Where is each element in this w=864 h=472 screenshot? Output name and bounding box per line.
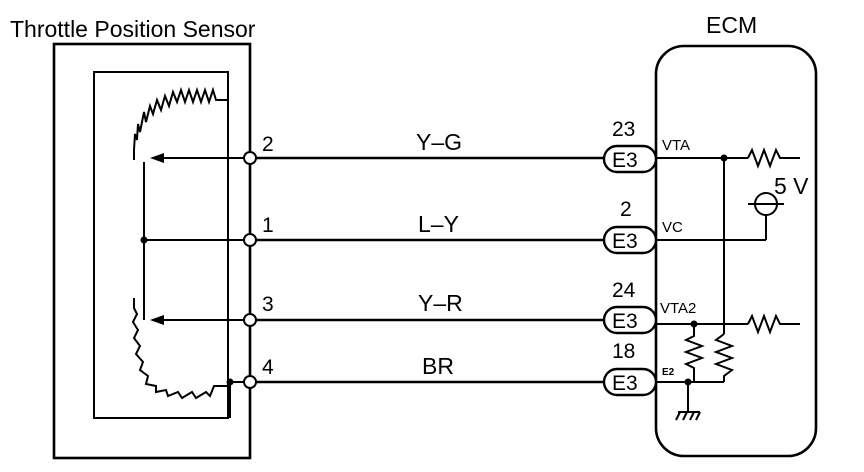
sensor-internal-circuit xyxy=(131,72,251,418)
connector-label: E3 xyxy=(612,310,638,333)
wire-color-br: BR xyxy=(422,353,454,379)
supply-voltage: 5 V xyxy=(774,173,809,199)
pin-terminal xyxy=(243,151,257,165)
wire-vc: 1 L–Y xyxy=(243,211,604,247)
wiper-arrow-icon xyxy=(150,153,164,163)
vta-resistor-track xyxy=(133,72,229,160)
signal-vta2: VTA2 xyxy=(660,300,696,317)
connector-e3-e2: E3 18 xyxy=(602,340,658,397)
ecm-internal-circuit: 5 V xyxy=(656,147,809,421)
pin-terminal xyxy=(243,233,257,247)
connector-label: E3 xyxy=(612,372,638,395)
vta-pulldown-resistor xyxy=(713,333,735,382)
connector-e3-vc: E3 2 xyxy=(602,198,658,255)
vta-pullup-resistor xyxy=(747,147,800,169)
signal-vc: VC xyxy=(662,219,683,236)
connector-label: E3 xyxy=(612,149,638,172)
vta2-pulldown-resistor xyxy=(683,324,705,382)
wiper-arrow-icon xyxy=(150,315,164,325)
sensor-title: Throttle Position Sensor xyxy=(10,16,256,42)
ecm-pin-24: 24 xyxy=(612,279,636,302)
signal-vta: VTA xyxy=(662,137,690,154)
connector-e3-vta: E3 23 xyxy=(602,118,658,174)
wire-e2: 4 BR xyxy=(243,353,604,389)
vta2-pullup-resistor xyxy=(747,313,800,335)
ecm-pin-18: 18 xyxy=(612,340,635,363)
wire-color-yr: Y–R xyxy=(418,290,463,316)
sensor-pin-4: 4 xyxy=(262,356,274,379)
vta2-resistor-track xyxy=(131,298,230,400)
wire-vta2: 3 Y–R xyxy=(243,290,604,327)
ground-icon xyxy=(675,411,701,421)
sensor-pin-3: 3 xyxy=(262,293,274,316)
wire-color-yg: Y–G xyxy=(416,129,462,155)
ecm-housing xyxy=(654,44,818,458)
wire-vta: 2 Y–G xyxy=(243,129,604,165)
ecm-pin-2: 2 xyxy=(620,198,632,221)
sensor-pin-1: 1 xyxy=(262,214,274,237)
pin-terminal xyxy=(243,375,257,389)
sensor-housing xyxy=(52,42,252,460)
ecm-pin-23: 23 xyxy=(612,118,635,141)
signal-e2: E2 xyxy=(662,367,675,378)
pin-terminal xyxy=(243,313,257,327)
ecm-title: ECM xyxy=(706,12,757,38)
wire-color-ly: L–Y xyxy=(418,211,459,237)
sensor-pin-2: 2 xyxy=(262,133,274,156)
connector-label: E3 xyxy=(612,230,638,253)
connector-e3-vta2: E3 24 xyxy=(602,279,658,335)
